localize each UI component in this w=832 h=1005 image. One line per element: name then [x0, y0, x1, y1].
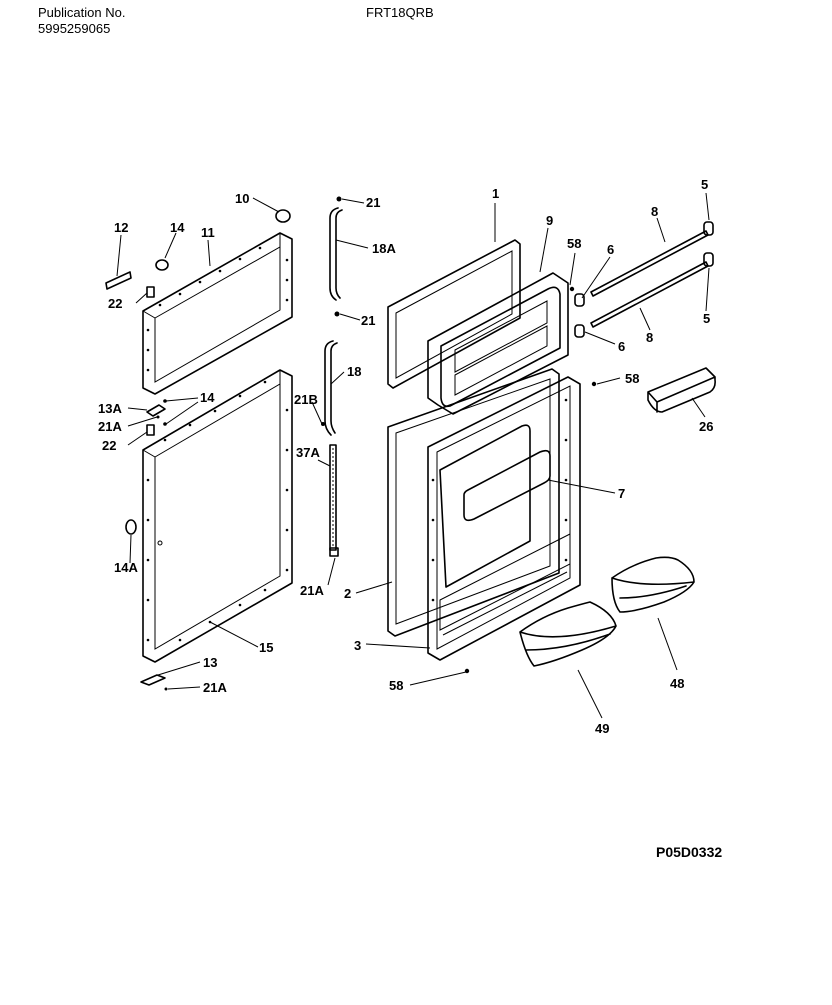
- callout-26: 26: [699, 419, 713, 434]
- trim-37A: [329, 444, 337, 551]
- dairy-door-7: [463, 449, 551, 522]
- callout-14A: 14A: [114, 560, 138, 575]
- callout-14-middle: 14: [200, 390, 215, 405]
- hinge-13A: [146, 404, 166, 417]
- callout-labels: 1 9 58 6 6 5 5 8 8 58 26 7 2 3 58 48 49 …: [98, 177, 713, 736]
- callout-6-top: 6: [607, 242, 614, 257]
- bushing-22-bottom: [146, 424, 155, 436]
- fresh-food-door-liner: [427, 376, 597, 674]
- handles: [321, 196, 343, 557]
- bin-26: [647, 367, 716, 413]
- callout-58-bottom: 58: [389, 678, 403, 693]
- callout-22-top: 22: [108, 296, 122, 311]
- publication-label: Publication No.: [38, 5, 126, 20]
- freezer-door-panel: [142, 232, 293, 395]
- callout-13: 13: [203, 655, 217, 670]
- callout-10: 10: [235, 191, 249, 206]
- callout-48: 48: [670, 676, 684, 691]
- bushing-22-top: [146, 286, 155, 298]
- model-number: FRT18QRB: [366, 5, 434, 20]
- handle-18A: [329, 207, 343, 301]
- handle-18: [324, 340, 338, 436]
- callout-37A: 37A: [296, 445, 320, 460]
- callout-21A-left: 21A: [98, 419, 122, 434]
- callout-5-bottom: 5: [703, 311, 710, 326]
- callout-49: 49: [595, 721, 609, 736]
- drawing-code: P05D0332: [656, 844, 723, 860]
- callout-2: 2: [344, 586, 351, 601]
- left-hardware: [105, 209, 291, 691]
- callout-8-bottom: 8: [646, 330, 653, 345]
- callout-21B: 21B: [294, 392, 318, 407]
- callout-6-bottom: 6: [618, 339, 625, 354]
- bin-48: [611, 556, 695, 613]
- plug-14-top: [155, 259, 169, 271]
- freezer-gasket: [387, 239, 521, 389]
- hinge-13: [140, 674, 166, 686]
- callout-21A-bottom: 21A: [203, 680, 227, 695]
- callout-21A-right: 21A: [300, 583, 324, 598]
- callout-58-middle: 58: [625, 371, 639, 386]
- callout-22-bottom: 22: [102, 438, 116, 453]
- publication-number: 5995259065: [38, 21, 111, 36]
- nameplate-12: [105, 271, 132, 290]
- callout-5-top: 5: [701, 177, 708, 192]
- plug-10: [275, 209, 291, 223]
- callout-1: 1: [492, 186, 499, 201]
- callout-21-middle: 21: [361, 313, 375, 328]
- callout-8-top: 8: [651, 204, 658, 219]
- bins: [519, 367, 716, 667]
- callout-13A: 13A: [98, 401, 122, 416]
- leader-lines: [116, 192, 710, 719]
- callout-7: 7: [618, 486, 625, 501]
- callout-21-top: 21: [366, 195, 380, 210]
- bin-49: [519, 601, 617, 667]
- callout-12: 12: [114, 220, 128, 235]
- callout-18: 18: [347, 364, 361, 379]
- callout-3: 3: [354, 638, 361, 653]
- callout-9: 9: [546, 213, 553, 228]
- fresh-food-door-panel: [142, 369, 293, 663]
- shelf-bars: [574, 221, 714, 338]
- callout-58-top: 58: [567, 236, 581, 251]
- callout-18A: 18A: [372, 241, 396, 256]
- plug-14A: [125, 519, 137, 535]
- freezer-door-liner: [427, 272, 575, 415]
- callout-14-top: 14: [170, 220, 185, 235]
- callout-15: 15: [259, 640, 273, 655]
- fresh-food-gasket: [387, 368, 560, 637]
- callout-11: 11: [201, 225, 215, 240]
